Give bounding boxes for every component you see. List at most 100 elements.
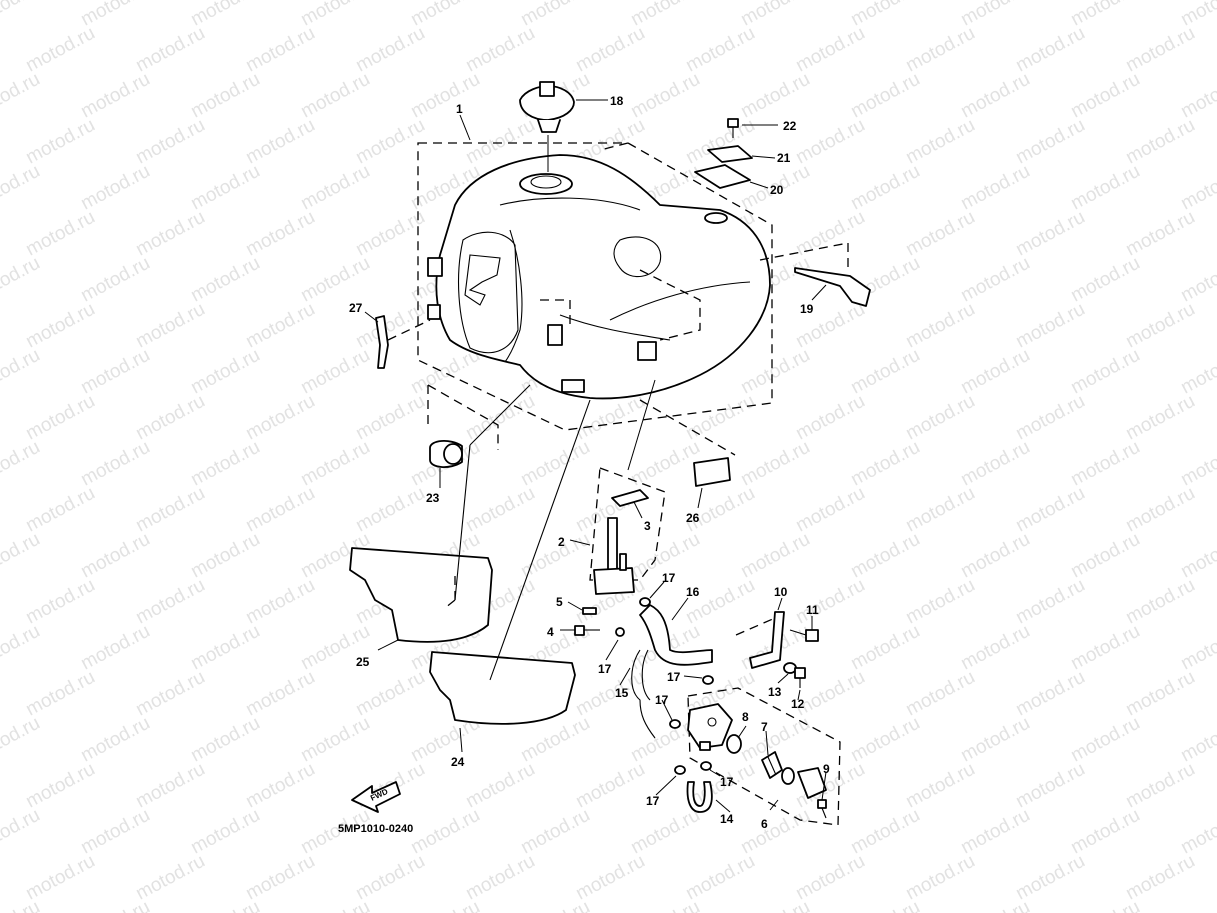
watermark-text: motod.ru	[242, 207, 318, 261]
watermark-text: motod.ru	[22, 667, 98, 721]
fuel-cock-2	[593, 517, 635, 595]
watermark-text: motod.ru	[77, 621, 153, 675]
watermark-text: motod.ru	[1067, 621, 1143, 675]
watermark-text: motod.ru	[242, 759, 318, 813]
watermark-text: motod.ru	[22, 23, 98, 77]
watermark-text: motod.ru	[1012, 391, 1088, 445]
watermark-text: motod.ru	[0, 805, 44, 859]
bracket-10	[749, 611, 785, 669]
callout-23: 23	[426, 491, 440, 505]
watermark-text: motod.ru	[682, 23, 758, 77]
callout-12: 12	[791, 697, 805, 711]
watermark-text: motod.ru	[187, 897, 263, 913]
watermark-text: motod.ru	[242, 575, 318, 629]
hose-14	[686, 781, 713, 813]
callout-10: 10	[774, 585, 788, 599]
watermark-text: motod.ru	[737, 529, 813, 583]
callout-22: 22	[783, 119, 797, 133]
watermark-text: motod.ru	[957, 345, 1033, 399]
watermark-text: motod.ru	[1067, 161, 1143, 215]
watermark-text: motod.ru	[77, 253, 153, 307]
watermark-text: motod.ru	[242, 299, 318, 353]
watermark-text: motod.ru	[352, 483, 428, 537]
cover-6	[797, 767, 827, 799]
watermark-text: motod.ru	[0, 0, 44, 30]
watermark-text: motod.ru	[462, 483, 538, 537]
watermark-text: motod.ru	[132, 299, 208, 353]
pump-group-outline	[687, 687, 841, 826]
damper-20	[694, 164, 751, 189]
watermark-text: motod.ru	[187, 529, 263, 583]
side-cover-24	[429, 651, 576, 725]
callout-26: 26	[686, 511, 700, 525]
callout-1: 1	[456, 102, 463, 116]
watermark-text: motod.ru	[1122, 759, 1198, 813]
callout-11: 11	[806, 603, 819, 617]
watermark-text: motod.ru	[737, 897, 813, 913]
watermark-text: motod.ru	[902, 207, 978, 261]
damper-23	[429, 440, 463, 468]
clip-17-f	[674, 765, 686, 775]
watermark-text: motod.ru	[132, 851, 208, 905]
leader-lines	[364, 99, 827, 813]
watermark-text: motod.ru	[407, 69, 483, 123]
watermark-text: motod.ru	[737, 69, 813, 123]
callout-21: 21	[777, 151, 791, 165]
watermark-text: motod.ru	[847, 161, 923, 215]
watermark-text: motod.ru	[847, 621, 923, 675]
ring-6a	[781, 767, 795, 785]
watermark-text: motod.ru	[902, 483, 978, 537]
watermark-text: motod.ru	[1012, 23, 1088, 77]
watermark-text: motod.ru	[132, 115, 208, 169]
watermark-text: motod.ru	[1012, 115, 1088, 169]
watermark-text: motod.ru	[1122, 667, 1198, 721]
watermark-text: motod.ru	[572, 23, 648, 77]
watermark-text: motod.ru	[847, 805, 923, 859]
watermark-text: motod.ru	[1122, 483, 1198, 537]
callout-20: 20	[770, 183, 784, 197]
watermark-text: motod.ru	[132, 575, 208, 629]
watermark-text: motod.ru	[737, 437, 813, 491]
watermark-text: motod.ru	[0, 345, 44, 399]
fuel-pump	[687, 703, 733, 751]
callout-3: 3	[644, 519, 651, 533]
watermark-text: motod.ru	[1177, 437, 1217, 491]
watermark-text: motod.ru	[132, 483, 208, 537]
callout-14: 14	[720, 812, 734, 826]
watermark-text: motod.ru	[847, 713, 923, 767]
watermark-text: motod.ru	[352, 115, 428, 169]
watermark-text: motod.ru	[77, 713, 153, 767]
watermark-text: motod.ru	[902, 391, 978, 445]
watermark-text: motod.ru	[1012, 851, 1088, 905]
watermark-text: motod.ru	[462, 759, 538, 813]
clip-17-e	[700, 761, 712, 771]
watermark-text: motod.ru	[902, 851, 978, 905]
o-ring-8	[726, 734, 742, 754]
watermark-text: motod.ru	[957, 529, 1033, 583]
watermark-text: motod.ru	[22, 851, 98, 905]
clip-17-d	[669, 719, 681, 729]
watermark-text: motod.ru	[1067, 805, 1143, 859]
watermark-text: motod.ru	[627, 805, 703, 859]
watermark-text: motod.ru	[0, 529, 44, 583]
callout-5: 5	[556, 595, 563, 609]
watermark-text: motod.ru	[1122, 23, 1198, 77]
watermark-text: motod.ru	[187, 437, 263, 491]
watermark-text: motod.ru	[847, 69, 923, 123]
watermark-text: motod.ru	[352, 23, 428, 77]
washer-5	[582, 607, 597, 615]
callout-17-d: 17	[655, 693, 669, 707]
watermark-text: motod.ru	[792, 391, 868, 445]
watermark-text: motod.ru	[902, 759, 978, 813]
watermark-text: motod.ru	[242, 391, 318, 445]
watermark-text: motod.ru	[1122, 851, 1198, 905]
watermark-text: motod.ru	[297, 161, 373, 215]
watermark-text: motod.ru	[792, 851, 868, 905]
watermark-text: motod.ru	[1177, 161, 1217, 215]
watermark-text: motod.ru	[1012, 483, 1088, 537]
watermark-text: motod.ru	[352, 851, 428, 905]
watermark-text: motod.ru	[22, 115, 98, 169]
watermark-text: motod.ru	[1177, 253, 1217, 307]
